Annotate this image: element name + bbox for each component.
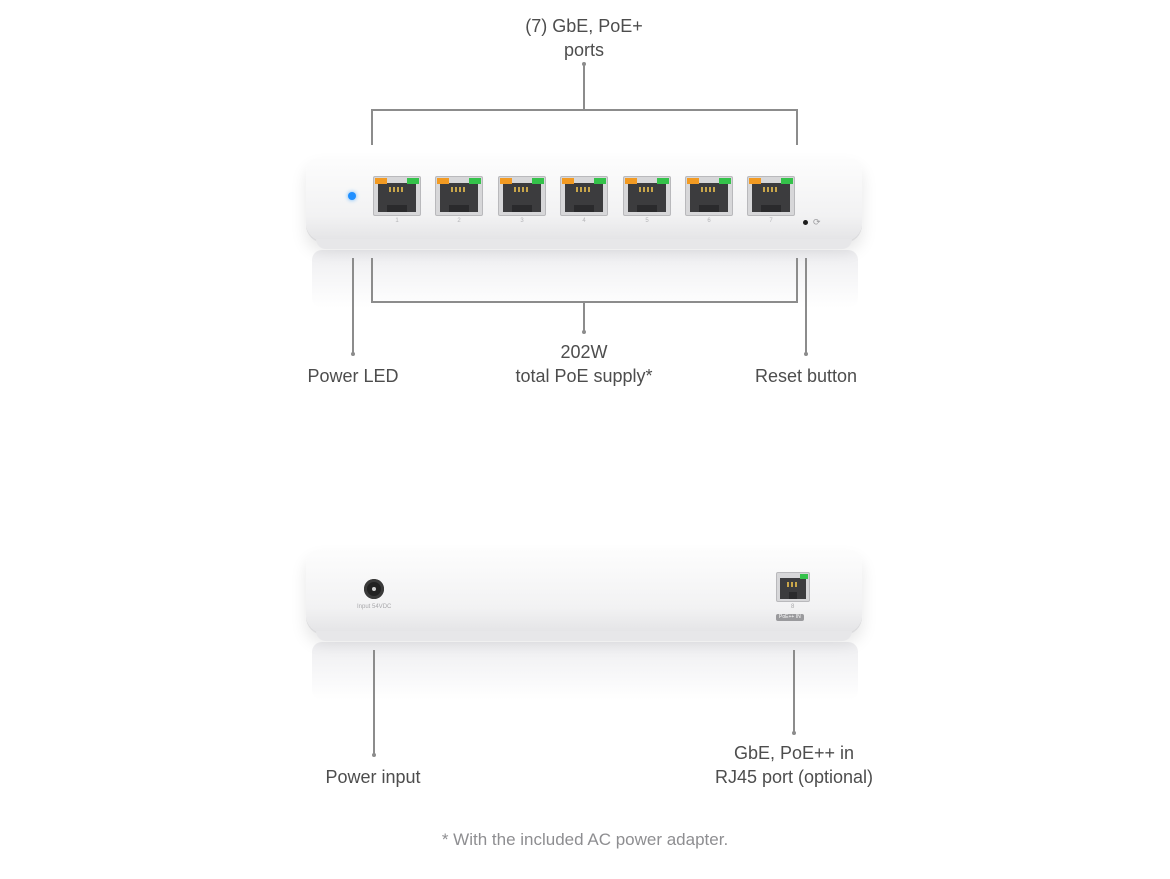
port-number-7: 7 bbox=[769, 218, 773, 224]
back-device-reflection bbox=[312, 642, 858, 700]
port-8 bbox=[776, 572, 810, 602]
port-3 bbox=[498, 176, 546, 216]
port-1 bbox=[373, 176, 421, 216]
uplink-callout-line bbox=[793, 650, 795, 732]
port-6 bbox=[685, 176, 733, 216]
port-8-number: 8 bbox=[791, 604, 795, 610]
supply-label-line1: 202W bbox=[560, 342, 608, 362]
port-5 bbox=[623, 176, 671, 216]
port-number-6: 6 bbox=[707, 218, 711, 224]
supply-label-line2: total PoE supply* bbox=[515, 366, 653, 386]
ports-label: (7) GbE, PoE+ ports bbox=[504, 14, 664, 62]
power-input-callout-line bbox=[373, 650, 375, 754]
ports-callout-dot bbox=[582, 62, 586, 66]
supply-callout-stem bbox=[583, 301, 585, 331]
port-number-3: 3 bbox=[520, 218, 524, 224]
reset-icon: ⟳ bbox=[813, 217, 821, 227]
uplink-label: GbE, PoE++ in RJ45 port (optional) bbox=[699, 741, 889, 789]
supply-label: 202W total PoE supply* bbox=[494, 340, 674, 388]
power-input-callout-dot bbox=[372, 753, 376, 757]
reset-label: Reset button bbox=[754, 366, 858, 386]
uplink-label-line2: RJ45 port (optional) bbox=[714, 767, 874, 787]
power-led-callout-dot bbox=[351, 352, 355, 356]
supply-callout-dot bbox=[582, 330, 586, 334]
power-jack bbox=[364, 579, 384, 599]
port-number-1: 1 bbox=[395, 218, 399, 224]
front-device-reflection bbox=[312, 250, 858, 308]
ports-bracket-top bbox=[371, 109, 798, 111]
port-2 bbox=[435, 176, 483, 216]
ports-label-line1: (7) GbE, PoE+ bbox=[525, 16, 643, 36]
port-number-5: 5 bbox=[645, 218, 649, 224]
ports-bracket-left bbox=[371, 109, 373, 145]
reset-button bbox=[803, 220, 808, 225]
uplink-callout-dot bbox=[792, 731, 796, 735]
ports-label-line2: ports bbox=[563, 40, 605, 60]
power-input-label: Power input bbox=[325, 767, 421, 787]
power-led bbox=[348, 192, 356, 200]
reset-callout-dot bbox=[804, 352, 808, 356]
front-switch-base bbox=[316, 239, 852, 249]
footnote: * With the included AC power adapter. bbox=[441, 830, 729, 849]
power-led-label: Power LED bbox=[307, 366, 399, 386]
uplink-label-line1: GbE, PoE++ in bbox=[733, 743, 855, 763]
ports-callout-stem bbox=[583, 64, 585, 110]
back-switch-body bbox=[306, 549, 862, 641]
reset-callout-line bbox=[805, 258, 807, 353]
supply-bracket-left bbox=[371, 258, 373, 302]
port-number-2: 2 bbox=[457, 218, 461, 224]
port-8-tag: PoE++ IN bbox=[776, 614, 804, 621]
port-number-4: 4 bbox=[582, 218, 586, 224]
back-switch-base bbox=[316, 631, 852, 641]
power-jack-text: Input 54VDC bbox=[357, 604, 392, 610]
port-7 bbox=[747, 176, 795, 216]
power-led-callout-line bbox=[352, 258, 354, 353]
supply-bracket-right bbox=[796, 258, 798, 302]
port-4 bbox=[560, 176, 608, 216]
ports-bracket-right bbox=[796, 109, 798, 145]
